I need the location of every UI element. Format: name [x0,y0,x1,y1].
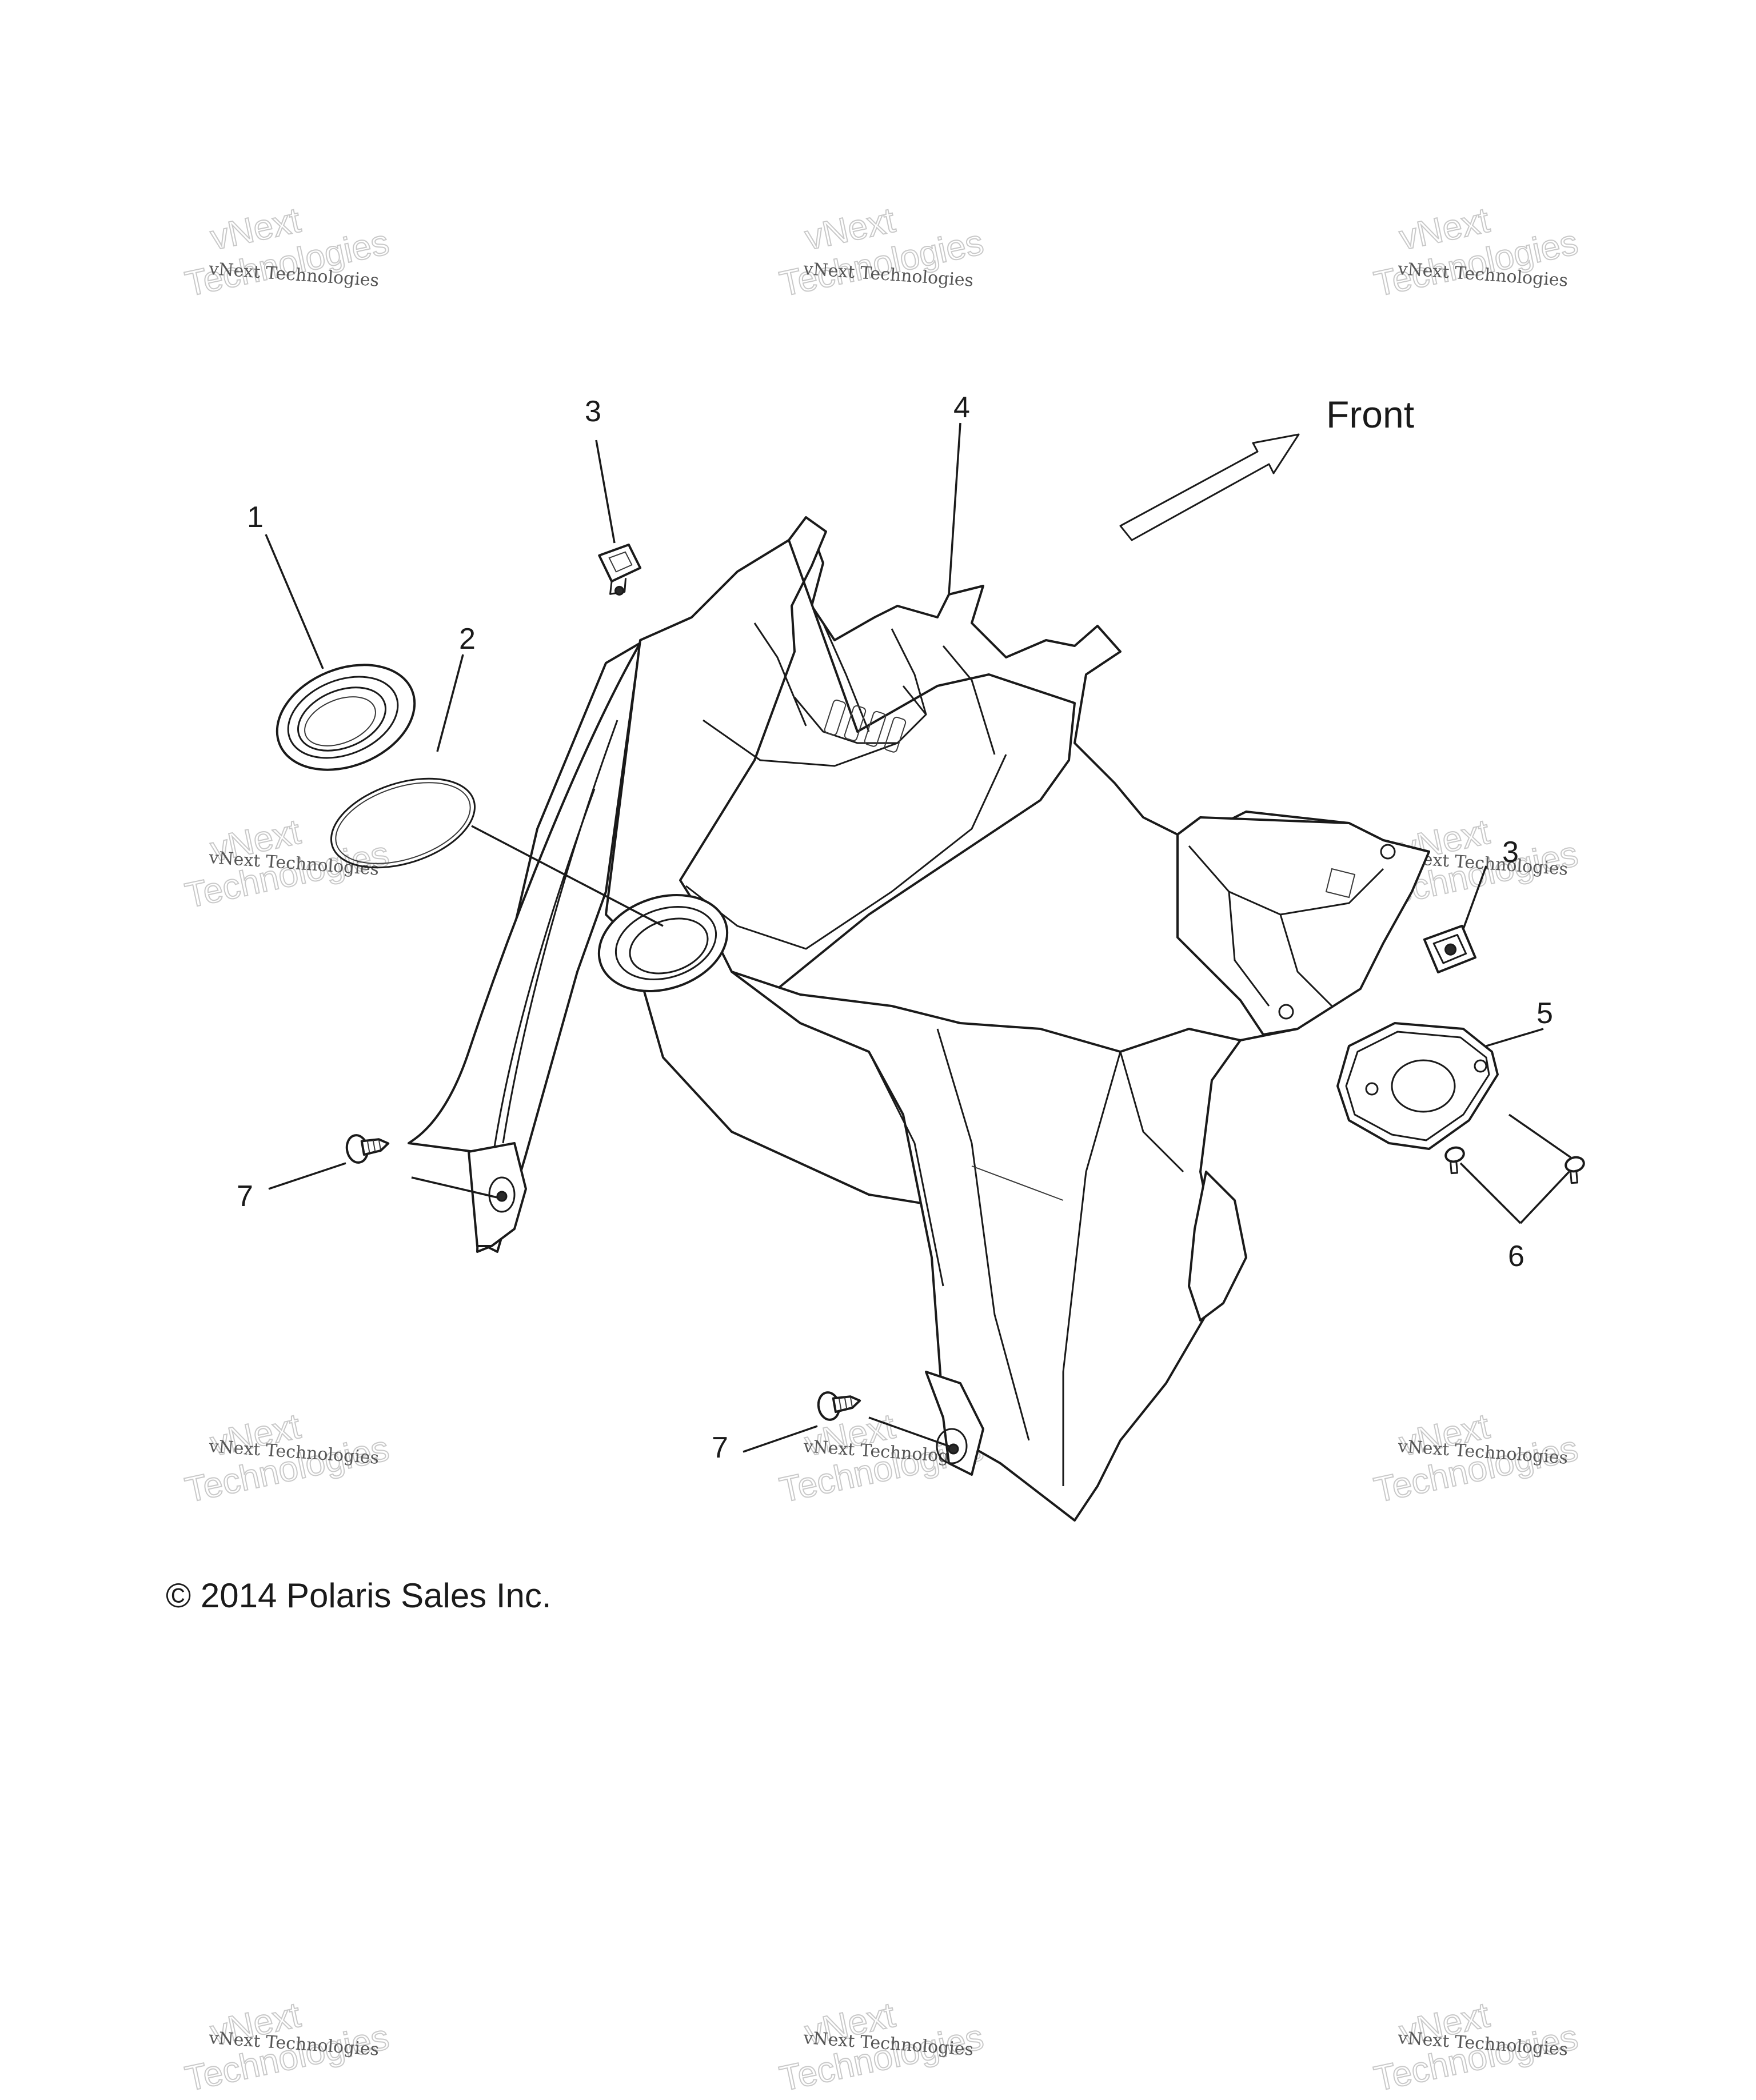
callouts: 1 2 3 4 3 5 6 7 7 [237,391,1553,1464]
part-7-rivet-left [345,1134,390,1164]
front-label: Front [1326,393,1414,436]
part-6-screw-a [1565,1156,1585,1184]
part-3-clip-top [598,543,642,596]
callout-7-bottom: 7 [712,1431,728,1464]
main-shroud [408,516,1430,1522]
gauge-opening [597,894,729,992]
callout-2: 2 [459,622,476,656]
part-7-rivet-bottom [817,1391,861,1421]
part-3-clip-right [1423,924,1476,974]
callout-1: 1 [247,501,264,534]
part-2-seal-ring [330,777,476,869]
copyright-notice: © 2014 Polaris Sales Inc. [166,1576,552,1615]
callout-4: 4 [953,391,970,424]
left-side-skirt [408,642,641,1253]
lower-fin [1188,1171,1247,1322]
callout-3-top: 3 [585,395,601,428]
part-5-grommet-plate [1336,1022,1499,1150]
lower-left-tab [925,1371,984,1476]
callout-6: 6 [1508,1240,1524,1273]
part-6-screw-b [1444,1146,1465,1175]
callout-7-left: 7 [237,1180,253,1213]
front-arrow: Front [1119,393,1414,541]
callout-3-right: 3 [1502,836,1519,869]
right-wing [1176,816,1430,1036]
vent-slots [824,699,907,753]
part-1-bezel-ring [276,664,416,771]
callout-5: 5 [1536,997,1553,1030]
leader-lines [265,422,1571,1453]
